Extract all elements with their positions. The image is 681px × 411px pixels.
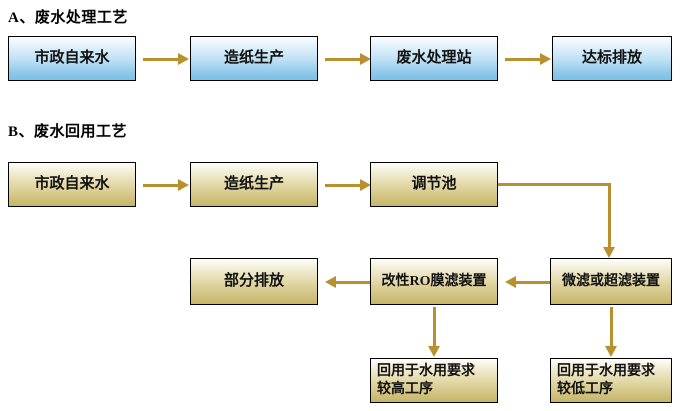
arrow-head	[505, 276, 516, 288]
arrow-shaft	[143, 184, 178, 187]
arrow-shaft	[143, 58, 178, 61]
arrow-head	[360, 179, 371, 191]
arrow-head	[178, 179, 189, 191]
node-partial-discharge: 部分排放	[190, 258, 318, 305]
arrow-shaft	[610, 307, 613, 346]
arrow-head	[540, 53, 551, 65]
arrow-head	[178, 53, 189, 65]
node-reuse-high-requirement-process: 回用于水用要求 较高工序	[370, 358, 498, 403]
node-modified-ro-membrane-unit: 改性RO膜滤装置	[370, 258, 498, 305]
arrow-shaft	[325, 184, 360, 187]
node-wastewater-treatment-station: 废水处理站	[370, 36, 498, 81]
node-microfiltration-or-ultrafiltration-unit: 微滤或超滤装置	[550, 258, 672, 305]
arrow-head	[360, 53, 371, 65]
node-reuse-low-requirement-process: 回用于水用要求 较低工序	[550, 358, 672, 403]
node-paper-production-b: 造纸生产	[190, 162, 318, 207]
elbow-regulating-tank-to-microfiltration	[498, 183, 615, 261]
node-municipal-tap-water-a: 市政自来水	[8, 36, 136, 81]
arrow-head	[603, 247, 615, 258]
arrow-head	[428, 346, 440, 357]
arrow-shaft	[505, 58, 540, 61]
arrow-shaft	[433, 307, 436, 346]
arrow-head	[605, 346, 617, 357]
arrow-head	[325, 276, 336, 288]
arrow-shaft	[515, 281, 550, 284]
node-paper-production-a: 造纸生产	[190, 36, 318, 81]
node-compliant-discharge: 达标排放	[552, 36, 672, 81]
section-b-title: B、废水回用工艺	[8, 124, 128, 140]
arrow-shaft	[335, 281, 370, 284]
node-municipal-tap-water-b: 市政自来水	[8, 162, 136, 207]
arrow-shaft	[325, 58, 360, 61]
elbow-horizontal-segment	[498, 183, 611, 186]
elbow-vertical-segment	[608, 183, 611, 247]
section-a-title: A、废水处理工艺	[8, 10, 128, 26]
node-regulating-tank: 调节池	[370, 162, 498, 207]
